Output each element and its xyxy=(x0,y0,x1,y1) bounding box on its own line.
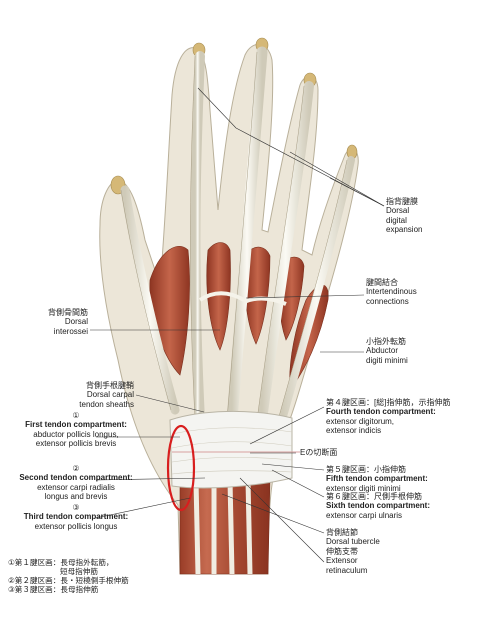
label-en: Extensor xyxy=(326,556,358,566)
label-ja: 第５腱区画：小指伸筋 xyxy=(326,465,406,474)
label-ja: 背側骨間筋 xyxy=(48,308,88,317)
label-title: Third tendon compartment: xyxy=(23,512,129,522)
label-dorsal-interossei: 背側骨間筋 Dorsal interossei xyxy=(20,308,88,336)
label-en: extensor pollicis longus xyxy=(34,521,118,531)
label-dorsal-tubercle: 背側結節 Dorsal tubercle xyxy=(326,528,380,547)
label-en: extensor digitorum, xyxy=(326,416,395,426)
label-ja: 小指外転筋 xyxy=(366,337,406,346)
label-en: longus and brevis xyxy=(44,492,108,502)
label-en: digital xyxy=(386,215,407,225)
label-en: extensor carpi ulnaris xyxy=(326,510,403,520)
legend-line: 短母指伸筋 xyxy=(60,567,98,576)
label-en: extensor digiti minimi xyxy=(326,483,401,493)
label-en: Dorsal carpal xyxy=(86,390,134,400)
legend-line: ①第１腱区画：長母指外転筋， xyxy=(8,558,114,567)
compartment-number: ③ xyxy=(72,503,80,512)
label-title: Fourth tendon compartment: xyxy=(326,407,436,417)
label-en: Abductor xyxy=(366,346,399,356)
label-ja: 第４腱区画：[総]指伸筋，示指伸筋 xyxy=(326,398,451,407)
label-fifth-compartment: 第５腱区画：小指伸筋 Fifth tendon compartment: ext… xyxy=(326,465,428,493)
label-en: Dorsal xyxy=(64,317,88,327)
label-en: tendon sheaths xyxy=(79,399,134,409)
label-en: interossei xyxy=(53,326,88,336)
label-dorsal-digital-expansion: 指背腱膜 Dorsal digital expansion xyxy=(386,197,422,235)
label-title: Fifth tendon compartment: xyxy=(326,474,428,484)
label-dorsal-carpal-tendon-sheaths: 背側手根腱鞘 Dorsal carpal tendon sheaths xyxy=(40,381,134,409)
label-en: digiti minimi xyxy=(366,355,408,365)
label-abductor-digiti-minimi: 小指外転筋 Abductor digiti minimi xyxy=(366,337,408,365)
label-en: connections xyxy=(366,296,409,306)
label-en: Dorsal tubercle xyxy=(326,537,380,547)
label-sixth-compartment: 第６腱区画：尺側手根伸筋 Sixth tendon compartment: e… xyxy=(326,492,430,520)
retinaculum-fibers xyxy=(171,427,293,475)
extensor-tendons xyxy=(120,46,355,426)
label-ja: 伸筋支帯 xyxy=(326,547,358,556)
label-ja: Eの切断面 xyxy=(300,448,338,457)
label-cut-plane: Eの切断面 xyxy=(300,448,337,457)
label-ja: 指背腱膜 xyxy=(386,197,418,206)
label-title: First tendon compartment: xyxy=(25,420,127,430)
label-first-compartment: ① First tendon compartment: abductor pol… xyxy=(6,411,146,449)
compartment-number: ① xyxy=(72,411,80,420)
label-en: extensor carpi radialis xyxy=(37,482,115,492)
label-ja: 背側手根腱鞘 xyxy=(86,381,134,390)
extensor-retinaculum xyxy=(169,410,293,489)
label-ja: 第６腱区画：尺側手根伸筋 xyxy=(326,492,422,501)
label-en: Intertendinous xyxy=(366,287,417,297)
label-en: extensor indicis xyxy=(326,426,382,436)
label-second-compartment: ② Second tendon compartment: extensor ca… xyxy=(4,464,148,502)
label-en: extensor pollicis brevis xyxy=(35,439,117,449)
forearm-tendons xyxy=(193,479,253,575)
label-extensor-retinaculum: 伸筋支帯 Extensor retinaculum xyxy=(326,547,367,575)
label-en: abductor pollicis longus, xyxy=(33,429,119,439)
legend-line: ③第３腱区画：長母指伸筋 xyxy=(8,585,99,594)
compartment-number: ② xyxy=(72,464,80,473)
label-intertendinous-connections: 腱間結合 Intertendinous connections xyxy=(366,278,417,306)
label-en: Dorsal xyxy=(386,206,410,216)
label-en: expansion xyxy=(386,225,423,235)
second-dorsal-interosseous xyxy=(206,242,231,351)
compartment-legend: ①第１腱区画：長母指外転筋， 短母指伸筋 ②第２腱区画：長・短橈側手根伸筋 ③第… xyxy=(8,558,129,594)
leader-lines xyxy=(90,87,385,563)
label-en: retinaculum xyxy=(326,565,368,575)
forearm-muscles xyxy=(179,477,271,575)
label-title: Second tendon compartment: xyxy=(19,473,133,483)
label-third-compartment: ③ Third tendon compartment: extensor pol… xyxy=(6,503,146,531)
label-ja: 腱間結合 xyxy=(366,278,398,287)
label-ja: 背側結節 xyxy=(326,528,358,537)
legend-line: ②第２腱区画：長・短橈側手根伸筋 xyxy=(8,576,129,585)
first-compartment-highlight xyxy=(166,424,196,512)
label-title: Sixth tendon compartment: xyxy=(326,501,431,511)
label-fourth-compartment: 第４腱区画：[総]指伸筋，示指伸筋 Fourth tendon compartm… xyxy=(326,398,450,436)
intertendinous-bands xyxy=(198,291,287,306)
